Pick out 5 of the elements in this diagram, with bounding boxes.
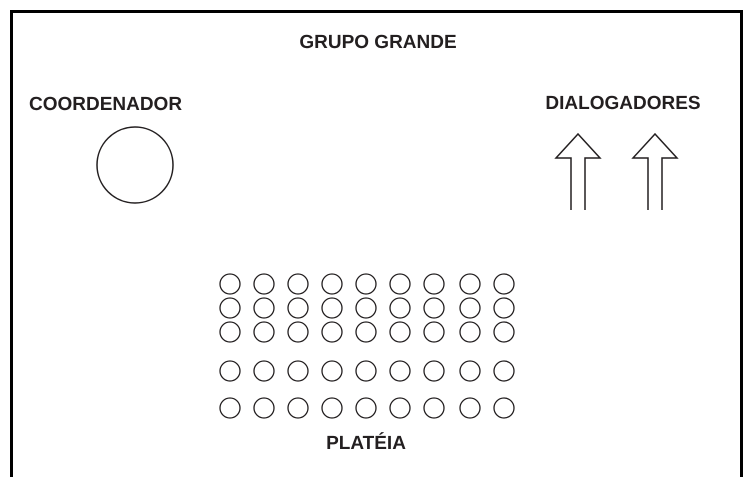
frame-box bbox=[10, 10, 743, 477]
coordinator-heading: COORDENADOR bbox=[29, 93, 179, 117]
frame-heading: GRUPO GRANDE bbox=[298, 31, 458, 55]
audience-label: PLATÉIA bbox=[325, 431, 407, 456]
dialogue-label: DIALOGADORES bbox=[544, 92, 702, 116]
